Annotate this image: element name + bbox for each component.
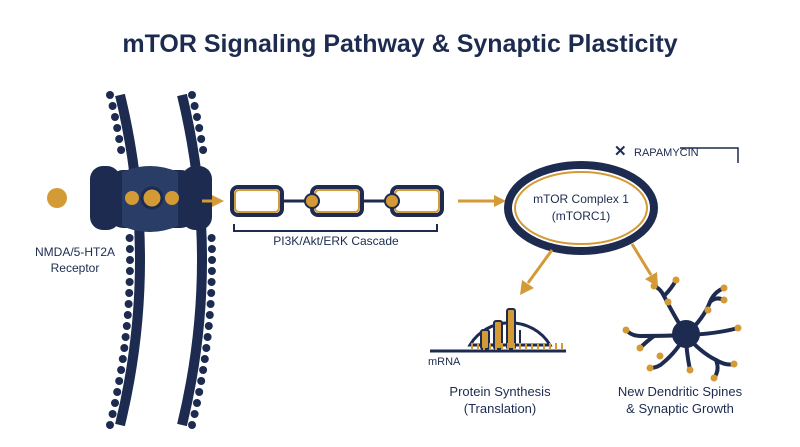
lipid-head xyxy=(113,388,122,396)
lipid-head xyxy=(193,113,201,121)
dendritic-spine xyxy=(730,360,738,368)
lipid-head xyxy=(115,377,124,385)
kinase-cascade-icon xyxy=(230,185,444,217)
lipid-head xyxy=(125,278,134,286)
lipid-head xyxy=(199,366,208,374)
dendritic-spine xyxy=(636,344,644,352)
mtor-complex-icon xyxy=(504,161,658,255)
lipid-head xyxy=(122,322,131,330)
dendritic-spine xyxy=(664,298,672,306)
lipid-head xyxy=(123,311,132,319)
lipid-head xyxy=(125,267,134,275)
receptor-icon xyxy=(90,166,212,232)
cell-membrane xyxy=(106,91,216,429)
lipid-head xyxy=(195,388,204,396)
dendritic-spine xyxy=(720,296,728,304)
lipid-head xyxy=(108,410,117,418)
lipid-head xyxy=(205,311,214,319)
lipid-head xyxy=(117,146,126,154)
dendritic-spine xyxy=(720,284,728,292)
protein-synthesis-line1: Protein Synthesis xyxy=(449,384,551,399)
neuron-icon xyxy=(622,276,742,382)
arrow-mtor-to-spines xyxy=(630,243,658,287)
lipid-head xyxy=(190,102,199,110)
lipid-head xyxy=(197,135,206,143)
inhibitor-label: ✕ RAPAMYCIN xyxy=(614,142,699,162)
mtor-label-line1: mTOR Complex 1 xyxy=(533,192,629,206)
lipid-head xyxy=(195,124,204,132)
cascade-label: PI3K/Akt/ERK Cascade xyxy=(273,234,399,248)
lipid-head xyxy=(197,377,206,385)
arrow-mtor-to-protein-synthesis xyxy=(520,249,554,295)
receptor-label-line2: Receptor xyxy=(50,261,100,275)
lipid-head xyxy=(207,234,216,242)
lipid-head xyxy=(200,355,209,363)
spines-label-line1: New Dendritic Spines xyxy=(617,384,743,399)
protein-synthesis-label: Protein Synthesis (Translation) xyxy=(425,383,575,417)
lipid-head xyxy=(120,344,129,352)
lipid-head xyxy=(115,135,124,143)
dendritic-spine xyxy=(650,282,658,290)
dendritic-spine xyxy=(704,306,712,314)
dendritic-spine xyxy=(710,374,718,382)
lipid-head xyxy=(199,146,208,154)
lipid-head xyxy=(207,245,216,253)
arrow-cascade-to-mtor xyxy=(458,195,506,207)
lipid-head xyxy=(207,289,216,297)
lipid-head xyxy=(202,344,211,352)
lipid-head xyxy=(106,91,114,99)
inhibitor-x-icon: ✕ xyxy=(614,143,627,160)
dendritic-spine xyxy=(672,276,680,284)
arrow-receptor-to-cascade xyxy=(202,195,224,207)
mtor-label-line2: (mTORC1) xyxy=(551,209,611,223)
lipid-head xyxy=(106,421,114,429)
lipid-head xyxy=(206,300,215,308)
lipid-head xyxy=(207,278,216,286)
dendritic-spine xyxy=(734,324,742,332)
cascade-bracket xyxy=(233,224,438,232)
diagram-title: mTOR Signaling Pathway & Synaptic Plasti… xyxy=(122,30,678,58)
inhibitor-callout-line xyxy=(680,147,739,163)
lipid-head xyxy=(125,245,134,253)
lipid-head xyxy=(125,234,134,242)
mtor-label: mTOR Complex 1 (mTORC1) xyxy=(510,191,652,225)
dendritic-spine xyxy=(686,366,694,374)
inhibitor-name: RAPAMYCIN xyxy=(634,147,699,159)
spines-label-line2: & Synaptic Growth xyxy=(626,401,734,416)
lipid-head xyxy=(111,399,119,407)
ribosome-icon xyxy=(467,308,553,352)
lipid-head xyxy=(113,124,122,132)
lipid-head xyxy=(117,366,126,374)
dendritic-spine xyxy=(656,352,664,360)
lipid-head xyxy=(111,113,119,121)
lipid-head xyxy=(204,322,213,330)
dendritic-spine xyxy=(646,364,654,372)
ligand-icon xyxy=(47,188,67,208)
mrna-strand xyxy=(430,343,566,353)
lipid-head xyxy=(188,91,196,99)
lipid-head xyxy=(207,267,216,275)
mrna-label: mRNA xyxy=(428,356,461,368)
lipid-head xyxy=(193,399,201,407)
lipid-head xyxy=(118,355,127,363)
protein-synthesis-line2: (Translation) xyxy=(463,401,537,416)
lipid-head xyxy=(125,289,134,297)
lipid-head xyxy=(124,300,133,308)
receptor-label-line1: NMDA/5-HT2A xyxy=(34,245,115,259)
lipid-head xyxy=(190,410,199,418)
dendritic-spine xyxy=(622,326,630,334)
lipid-head xyxy=(121,333,130,341)
lipid-head xyxy=(108,102,117,110)
lipid-head xyxy=(208,256,216,264)
lipid-head xyxy=(188,421,196,429)
lipid-head xyxy=(126,256,134,264)
spines-label: New Dendritic Spines & Synaptic Growth xyxy=(590,383,770,417)
receptor-label: NMDA/5-HT2A Receptor xyxy=(20,244,130,276)
lipid-head xyxy=(203,333,212,341)
